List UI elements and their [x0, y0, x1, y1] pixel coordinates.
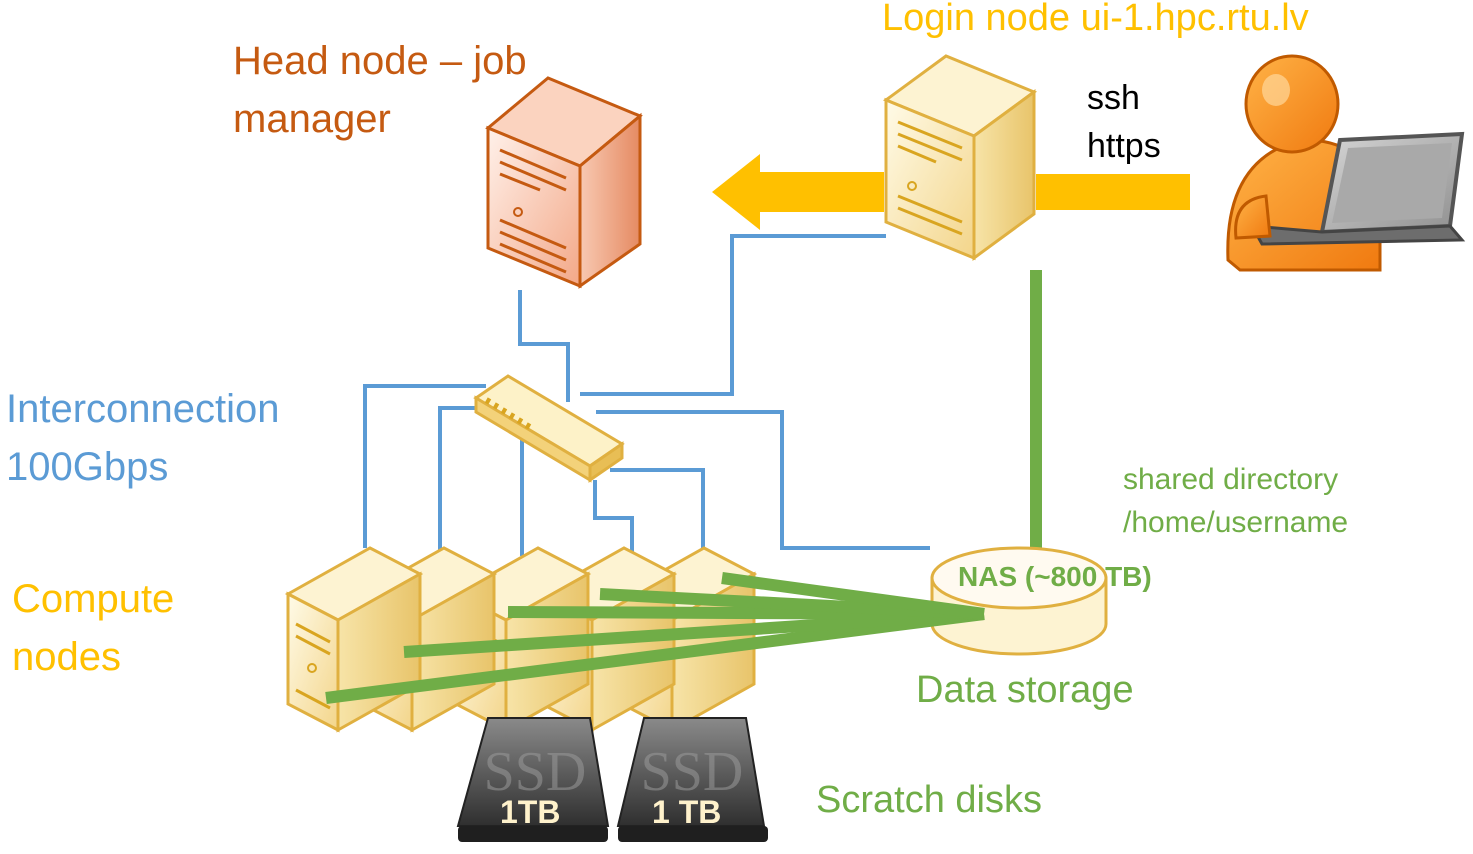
ssh-https-arrow: [712, 154, 1190, 230]
interconnect-wires: [363, 234, 930, 556]
login-node-label: Login node ui-1.hpc.rtu.lv: [882, 0, 1309, 39]
ssd-capacity-label: 1TB: [500, 794, 561, 830]
ssd-icon: SSD: [456, 717, 610, 842]
svg-text:SSD: SSD: [484, 741, 587, 803]
network-switch-icon: [473, 374, 625, 483]
protocols-label: ssh https: [1087, 79, 1161, 165]
svg-text:SSD: SSD: [641, 741, 744, 803]
nas-cylinder-icon: [930, 546, 1108, 656]
data-storage-label: Data storage: [916, 669, 1134, 711]
compute-nodes-label: Compute nodes: [12, 577, 175, 679]
ssd-capacity-label: 1 TB: [652, 794, 722, 830]
head-node-label: Head node – job manager: [233, 39, 527, 141]
interconnection-label: Interconnection 100Gbps: [6, 387, 280, 489]
storage-links: [325, 572, 985, 704]
scratch-disks-label: Scratch disks: [816, 779, 1042, 821]
login-node-server-icon: [882, 54, 1038, 261]
user-laptop-icon: [1226, 54, 1466, 272]
head-node-server-icon: [485, 76, 643, 289]
ssd-icon: SSD: [616, 717, 768, 842]
nas-label: NAS (~800 TB): [958, 561, 1152, 592]
shared-directory-label: shared directory /home/username: [1123, 463, 1349, 539]
